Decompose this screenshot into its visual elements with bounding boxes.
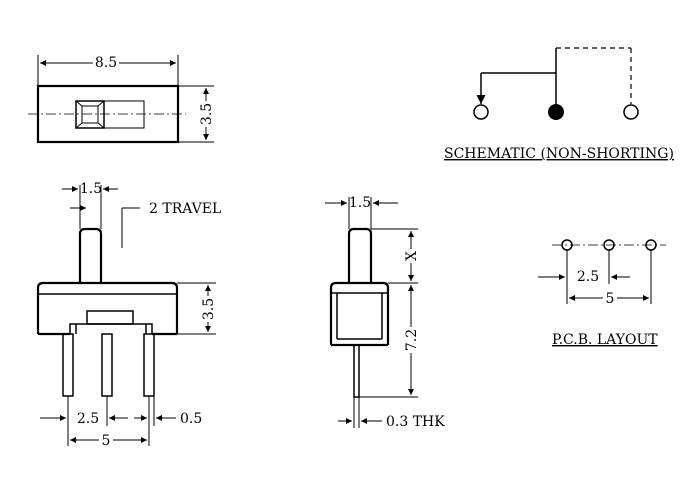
front-view: 1.5 2 TRAVEL 3.5 2.5 0.5: [36, 181, 221, 449]
front-pin-span-dim: 5: [102, 433, 111, 449]
side-thickness-label: 0.3 THK: [386, 414, 445, 430]
front-pin-width-dim: 0.5: [180, 411, 202, 427]
schematic-terminal-common: [548, 104, 564, 120]
schematic-terminal-left: [473, 104, 489, 120]
top-view: 8.5 3.5: [28, 55, 215, 144]
schematic-terminal-right: [623, 104, 639, 120]
front-pin-2: [101, 333, 113, 397]
front-slider: [86, 310, 134, 325]
pcb-layout: 2.5 5 P.C.B. LAYOUT: [538, 239, 666, 348]
side-pin: [353, 344, 360, 398]
top-view-slot: [103, 100, 145, 129]
pcb-span-dim: 5: [606, 291, 615, 307]
top-height-dim: 3.5: [199, 103, 215, 125]
schematic: SCHEMATIC (NON-SHORTING): [444, 47, 674, 162]
front-actuator: [78, 227, 103, 283]
travel-label: 2 TRAVEL: [149, 201, 221, 217]
front-pin-1: [62, 333, 74, 397]
side-actuator-width-dim: 1.5: [349, 195, 371, 211]
front-pin-3: [143, 333, 155, 397]
pcb-layout-title: P.C.B. LAYOUT: [552, 332, 658, 348]
side-view: 1.5 X 7.2 0.3 THK: [325, 195, 445, 430]
pcb-pitch-dim: 2.5: [577, 269, 599, 285]
schematic-title: SCHEMATIC (NON-SHORTING): [444, 146, 674, 162]
side-height-dim: 7.2: [404, 329, 420, 351]
top-width-dim: 8.5: [95, 55, 117, 71]
front-body-height-dim: 3.5: [201, 298, 217, 320]
side-body: [329, 281, 390, 345]
side-x-dim: X: [404, 251, 420, 261]
front-actuator-width-dim: 1.5: [80, 181, 102, 197]
front-pin-pitch-dim: 2.5: [77, 411, 99, 427]
top-view-slider-inner: [81, 105, 99, 124]
side-actuator: [347, 227, 373, 283]
front-body: [36, 281, 179, 334]
